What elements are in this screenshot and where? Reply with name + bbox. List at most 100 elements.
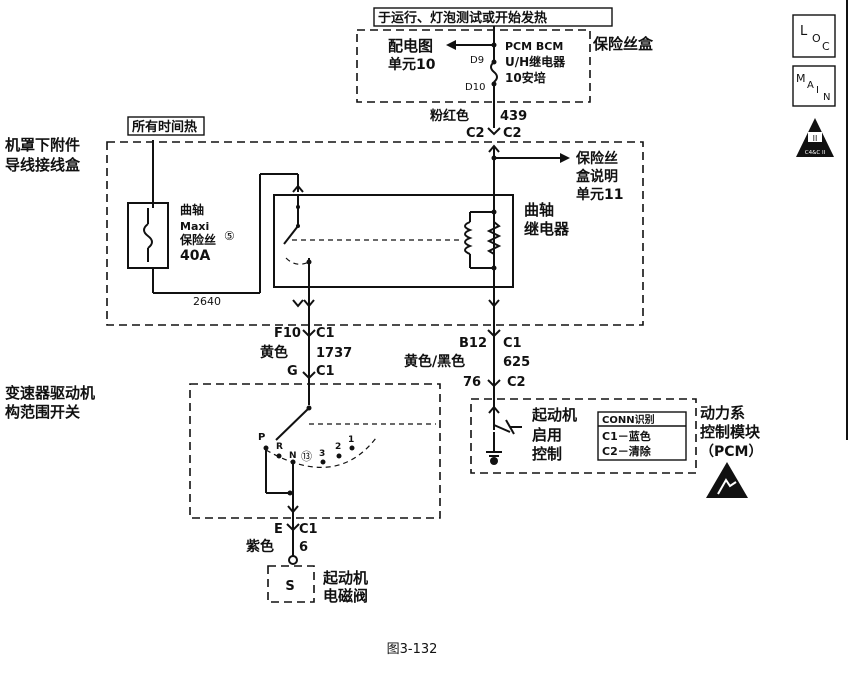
left-wire-pin: F10 xyxy=(274,326,301,341)
starter-enable-label-1: 起动机 xyxy=(531,406,577,424)
wire-2640-label: 2640 xyxy=(193,295,221,308)
range-switch-label-2: 构范围开关 xyxy=(5,403,80,421)
left-wire-conn2: C1 xyxy=(316,364,335,379)
crank-relay-box xyxy=(273,194,514,288)
loc-icon[interactable]: L O C xyxy=(792,14,836,58)
position-p-label: P xyxy=(258,432,265,443)
junction-block-outline xyxy=(106,141,644,326)
left-wire-pin2: G xyxy=(287,364,298,379)
left-wire-conn: C1 xyxy=(316,326,335,341)
svg-text:A: A xyxy=(807,80,814,91)
badge-top-label: II xyxy=(813,134,818,143)
solenoid-label-1: 起动机 xyxy=(322,569,368,587)
range-switch-label-1: 变速器驱动机 xyxy=(5,384,95,402)
right-wire-pin: B12 xyxy=(459,336,487,351)
left-wire-number: 1737 xyxy=(316,346,352,361)
pin-d9-label: D9 xyxy=(470,55,484,66)
right-wire-conn2: C2 xyxy=(507,375,526,390)
fuse-note-line2: 盒说明 xyxy=(575,168,618,185)
connector-c2-top-icon xyxy=(487,127,501,136)
conn-id-title: CONN识别 xyxy=(602,413,655,426)
esd-warning-icon xyxy=(706,462,748,498)
always-hot-box xyxy=(127,116,205,136)
right-wire-pin2: 76 xyxy=(463,375,481,390)
junction-block-label-2: 导线接线盒 xyxy=(5,156,81,174)
fuse-amp-label: 10安培 xyxy=(505,70,546,85)
pin-d10-label: D10 xyxy=(465,82,485,93)
dist-diagram-unit: 单元10 xyxy=(388,56,436,73)
dist-diagram-label: 配电图 xyxy=(388,37,433,55)
svg-text:L: L xyxy=(800,24,808,39)
range-switch-outline xyxy=(189,383,441,519)
bottom-wire-pin: E xyxy=(274,522,283,537)
range-switch-mark: ⑬ xyxy=(301,450,312,463)
position-r-dot xyxy=(276,453,282,459)
wire-top-color: 粉红色 xyxy=(430,108,469,124)
svg-text:M: M xyxy=(796,72,806,85)
solenoid-symbol: S xyxy=(285,579,294,594)
always-hot-label: 所有时间热 xyxy=(132,119,197,135)
position-1-dot xyxy=(349,445,355,451)
main-icon[interactable]: M A I N xyxy=(792,65,836,107)
junction-block-label-1: 机罩下附件 xyxy=(5,136,80,154)
crank-relay-label-2: 继电器 xyxy=(524,220,570,238)
relay-coil-icon xyxy=(464,221,473,255)
right-wire-color: 黄色/黑色 xyxy=(404,353,465,370)
connector-76-icon xyxy=(487,379,501,388)
position-n-label: N xyxy=(289,451,297,461)
solenoid-outline xyxy=(267,565,315,603)
pcm-label-1: 动力系 xyxy=(700,404,745,422)
fuse-note-arrow-icon xyxy=(560,153,570,163)
position-2-label: 2 xyxy=(335,442,341,452)
starter-enable-label-3: 控制 xyxy=(532,445,562,463)
fuse-10a-icon xyxy=(490,61,498,83)
pcm-outline xyxy=(470,398,697,474)
maxi-fuse-label-1: 曲轴 xyxy=(180,202,204,217)
maxi-fuse-box xyxy=(127,202,169,269)
fuse-note-line3: 单元11 xyxy=(576,186,623,203)
wire-top-conn-right: C2 xyxy=(503,126,522,141)
starter-enable-label-2: 启用 xyxy=(532,426,562,444)
svg-text:I: I xyxy=(816,85,819,96)
starter-enable-switch xyxy=(493,424,511,433)
dist-arrow-icon xyxy=(446,40,456,50)
warning-badge-icon: II C4&C II xyxy=(796,118,834,157)
pcm-bcm-label: PCM BCM xyxy=(505,40,563,53)
bottom-wire-color: 紫色 xyxy=(246,538,274,555)
range-switch-contact xyxy=(275,407,310,441)
connector-f10-icon xyxy=(302,329,316,338)
uh-relay-label: U/H继电器 xyxy=(505,54,566,69)
connector-b12-icon xyxy=(487,329,501,338)
position-2-dot xyxy=(336,453,342,459)
fuse-box-outline xyxy=(356,29,591,103)
relay-switch-contact xyxy=(283,225,299,245)
right-wire-conn: C1 xyxy=(503,336,522,351)
position-1-label: 1 xyxy=(348,435,354,445)
bottom-wire-number: 6 xyxy=(299,540,308,555)
solenoid-label-2: 电磁阀 xyxy=(323,587,368,605)
maxi-fuse-label-2: Maxi xyxy=(180,220,209,233)
position-3-label: 3 xyxy=(319,449,325,459)
relay-resistor-icon xyxy=(486,221,502,255)
fuse-note-line1: 保险丝 xyxy=(575,150,618,167)
pcm-label-2: 控制模块 xyxy=(700,423,761,441)
conn-id-box xyxy=(597,411,687,461)
wire-top-number: 439 xyxy=(500,109,527,124)
figure-caption: 图3-132 xyxy=(387,642,438,657)
right-wire-number: 625 xyxy=(503,355,530,370)
left-wire-color: 黄色 xyxy=(260,344,288,361)
fuse-box-title: 保险丝盒 xyxy=(592,35,654,53)
maxi-fuse-icon xyxy=(143,223,153,249)
svg-text:O: O xyxy=(812,32,821,45)
connector-g-icon xyxy=(302,371,316,380)
conn-id-c1: C1－蓝色 xyxy=(602,429,651,443)
crank-relay-label-1: 曲轴 xyxy=(524,201,554,219)
position-3-dot xyxy=(320,459,326,465)
solenoid-terminal-icon xyxy=(288,555,298,565)
pcm-label-3: （PCM） xyxy=(700,444,762,460)
top-condition-label: 于运行、灯泡测试或开始发热 xyxy=(378,10,547,26)
maxi-fuse-rating: 40A xyxy=(180,248,210,264)
conn-id-c2: C2－清除 xyxy=(602,444,652,458)
maxi-fuse-label-3: 保险丝 xyxy=(179,232,216,247)
